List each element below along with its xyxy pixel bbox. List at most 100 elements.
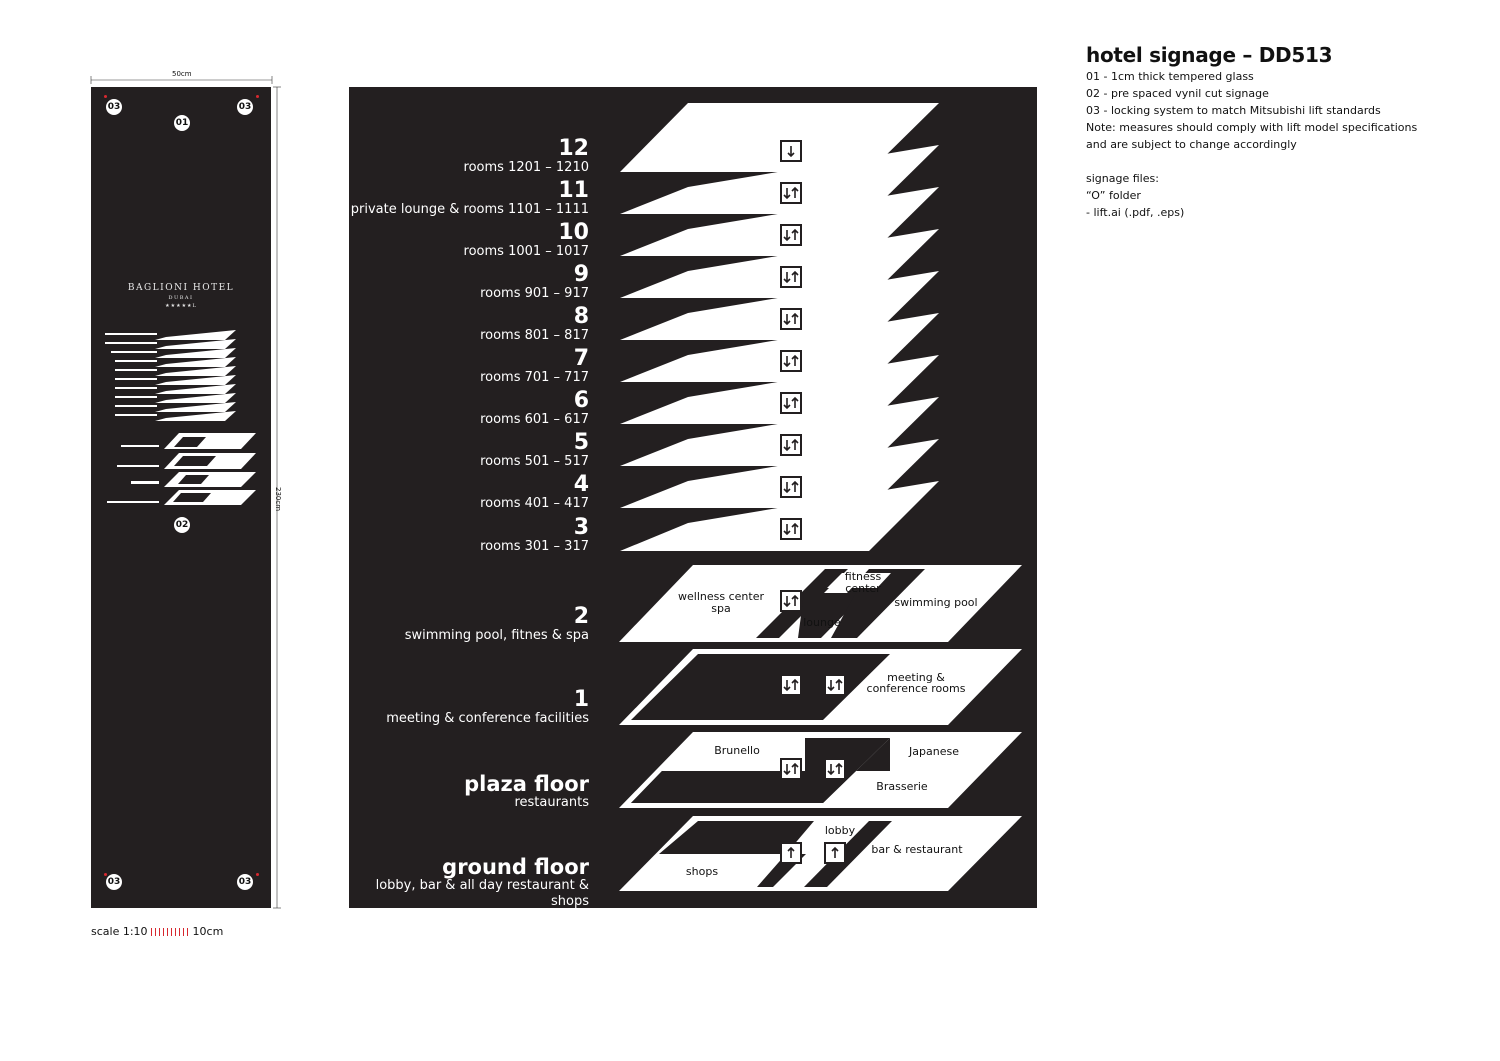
floor-description: rooms 901 – 917	[480, 286, 589, 301]
scale-legend: scale 1:10 10cm	[91, 925, 223, 938]
lift-updown-icon	[780, 266, 802, 288]
floor-label-1: 1 meeting & conference facilities	[386, 689, 589, 727]
note-line: 03 - locking system to match Mitsubishi …	[1086, 104, 1381, 117]
floor-plate-3	[620, 481, 939, 551]
floor-number: 12	[558, 136, 589, 161]
lift-updown-icon	[780, 308, 802, 330]
files-line: - lift.ai (.pdf, .eps)	[1086, 206, 1185, 219]
floor-description: lobby, bar & all day restaurant & shops	[375, 878, 589, 909]
sheet-title: hotel signage – DD513	[1086, 43, 1333, 67]
zone-label-spa: spa	[711, 602, 730, 615]
floor-number: 3	[573, 515, 589, 540]
floor-label-11: 11 private lounge & rooms 1101 – 1111	[351, 180, 589, 218]
floor-label-9: 9 rooms 901 – 917	[480, 264, 589, 302]
floor-number: 6	[573, 388, 589, 413]
floor-label-6: 6 rooms 601 – 617	[480, 390, 589, 428]
lift-updown-icon	[780, 392, 802, 414]
lift-updown-icon	[780, 674, 802, 696]
zone-label-bar: bar & restaurant	[871, 843, 963, 856]
floor-description: rooms 1201 – 1210	[463, 160, 589, 175]
floor-description: swimming pool, fitnes & spa	[404, 628, 589, 643]
files-line: “O” folder	[1086, 189, 1141, 202]
fixing-mark	[256, 873, 259, 876]
floor-number: ground floor	[442, 855, 589, 879]
floor-description: rooms 701 – 717	[480, 370, 589, 385]
lift-updown-icon	[780, 350, 802, 372]
fixing-mark	[256, 95, 259, 98]
hotel-logo-stars: ★★★★★L	[165, 303, 197, 309]
zone-label-shops: shops	[686, 865, 718, 878]
zone-label-brasserie: Brasserie	[876, 780, 928, 793]
lift-updown-icon	[824, 758, 846, 780]
floor-description: restaurants	[514, 795, 589, 810]
floor-label-8: 8 rooms 801 – 817	[480, 306, 589, 344]
lift-up-icon	[780, 842, 802, 864]
zone-label-fitness-center: center	[845, 582, 881, 595]
floor-description: rooms 501 – 517	[480, 454, 589, 469]
zone-label-fitness: fitness	[845, 570, 882, 583]
floor-number: 1	[573, 687, 589, 712]
files-line: signage files:	[1086, 172, 1159, 185]
floor-label-plaza: plaza floor restaurants	[464, 773, 589, 811]
floor-label-10: 10 rooms 1001 – 1017	[464, 222, 589, 260]
floor-label-3: 3 rooms 301 – 317	[480, 517, 589, 555]
floor-plate-4	[620, 439, 939, 508]
lift-down-icon	[780, 140, 802, 162]
mini-floor-stack	[105, 330, 256, 505]
floor-description: meeting & conference facilities	[386, 711, 589, 726]
lift-updown-icon	[780, 590, 802, 612]
floor-number: 4	[573, 472, 589, 497]
floor-plate-7	[620, 313, 939, 382]
scale-unit: 10cm	[192, 925, 224, 938]
scale-text: scale 1:10	[91, 925, 148, 938]
floor-plate-9	[620, 229, 939, 298]
lift-updown-icon	[780, 758, 802, 780]
floor-label-ground: ground floor lobby, bar & all day restau…	[349, 856, 589, 910]
zone-label-lounge: lounge	[803, 616, 841, 629]
lift-up-icon	[824, 842, 846, 864]
floor-plate-5	[620, 397, 939, 466]
floor-number: 7	[573, 346, 589, 371]
lock-badge: 03	[106, 874, 122, 890]
zone-label-meeting: meeting &	[887, 671, 945, 684]
floor-description: rooms 601 – 617	[480, 412, 589, 427]
floor-description: rooms 401 – 417	[480, 496, 589, 511]
floor-plate-10	[620, 187, 939, 256]
zone-label-lobby: lobby	[825, 824, 856, 837]
floor-description: private lounge & rooms 1101 – 1111	[350, 202, 589, 217]
glass-badge: 01	[174, 115, 190, 131]
lift-updown-icon	[824, 674, 846, 696]
floor-label-7: 7 rooms 701 – 717	[480, 348, 589, 386]
note-line: and are subject to change accordingly	[1086, 138, 1297, 151]
zone-label-conference: conference rooms	[867, 682, 966, 695]
floor-label-4: 4 rooms 401 – 417	[480, 474, 589, 512]
lock-badge: 03	[106, 99, 122, 115]
hotel-logo-city: DUBAI	[168, 295, 194, 301]
lift-updown-icon	[780, 224, 802, 246]
fixing-mark	[104, 95, 107, 98]
floor-description: rooms 1001 – 1017	[463, 244, 589, 259]
floor-label-12: 12 rooms 1201 – 1210	[464, 138, 589, 176]
floor-number: 8	[573, 304, 589, 329]
dimension-lines	[90, 76, 281, 909]
spec-notes: hotel signage – DD513 01 - 1cm thick tem…	[1086, 42, 1466, 221]
height-dimension: 230cm	[274, 486, 283, 512]
lift-updown-icon	[780, 476, 802, 498]
floor-plate-8	[620, 271, 939, 340]
fixing-mark	[104, 873, 107, 876]
lift-directory-panel: 12 rooms 1201 – 1210 11 private lounge &…	[349, 87, 1037, 910]
floor-label-5: 5 rooms 501 – 517	[480, 432, 589, 470]
vinyl-badge: 02	[174, 517, 190, 533]
floor-description: rooms 301 – 317	[480, 539, 589, 554]
floor-number: 10	[558, 220, 589, 245]
note-line: Note: measures should comply with lift m…	[1086, 121, 1418, 134]
floor-plate-12	[620, 103, 939, 172]
scale-bar	[151, 928, 190, 936]
hotel-logo-name: BAGLIONI HOTEL	[127, 283, 235, 293]
width-dimension: 50cm	[172, 70, 192, 78]
floor-number: 11	[558, 178, 589, 203]
zone-label-wellness: wellness center	[678, 590, 764, 603]
lock-badge: 03	[237, 99, 253, 115]
floor-number: plaza floor	[464, 772, 589, 796]
note-line: 02 - pre spaced vynil cut signage	[1086, 87, 1269, 100]
